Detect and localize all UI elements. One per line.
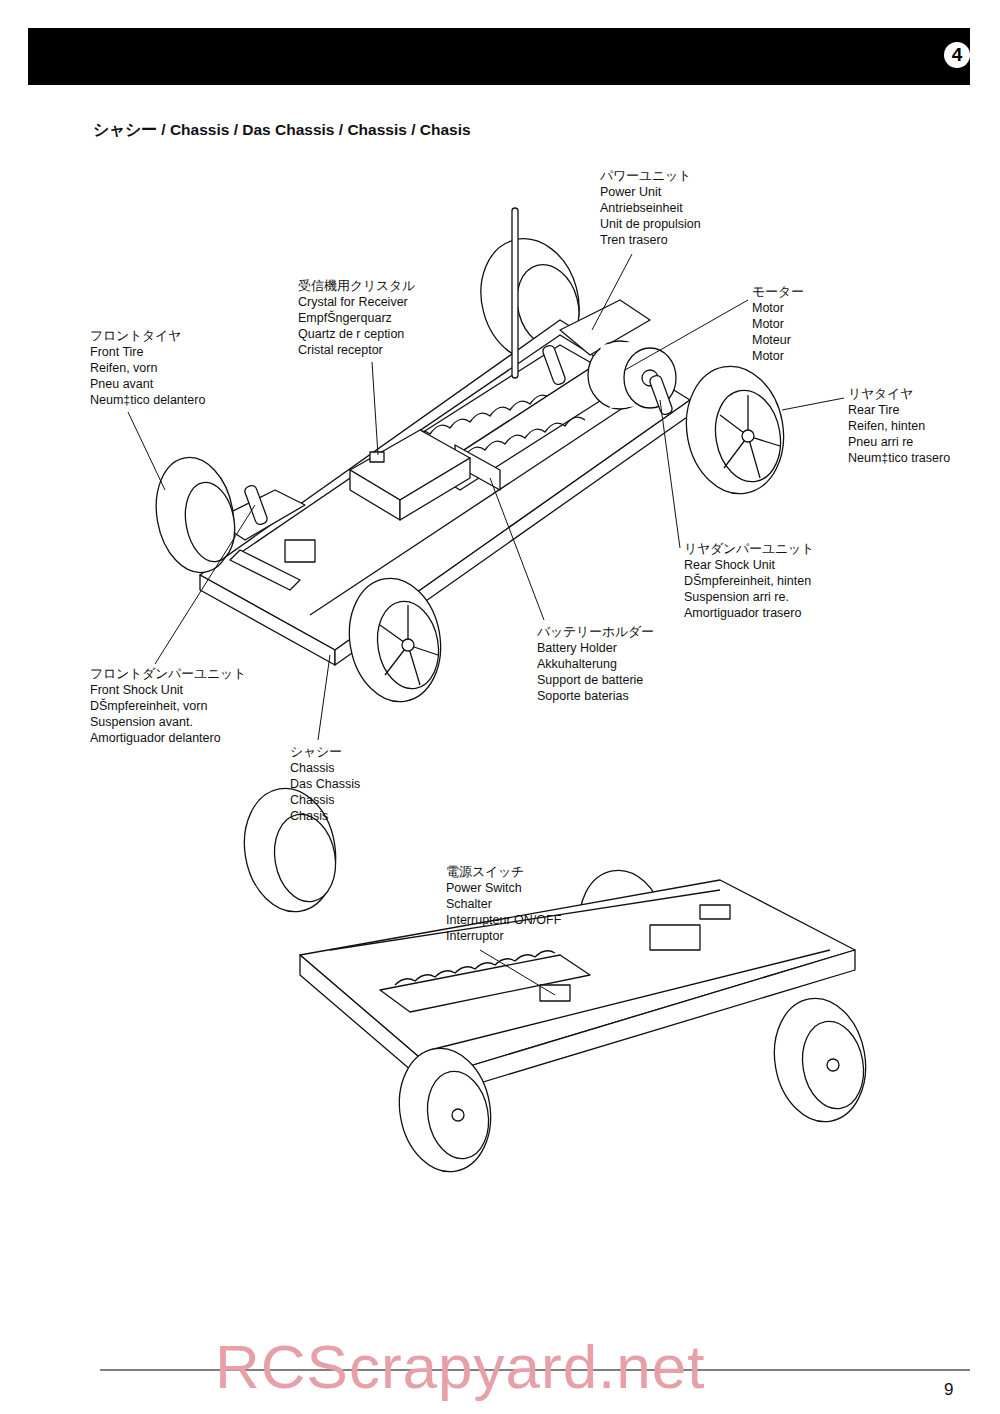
page-number: 9 <box>944 1380 953 1400</box>
part-name-jp: シャシー <box>290 744 342 760</box>
part-name: Schalter <box>446 896 492 912</box>
part-name: Neum‡tico trasero <box>848 450 950 466</box>
part-name-jp: モーター <box>752 284 804 300</box>
part-name: Chassis <box>290 760 334 776</box>
part-name-jp: パワーユニット <box>600 168 691 184</box>
part-name: Interruptor <box>446 928 504 944</box>
part-name: Suspension arri re. <box>684 589 789 605</box>
part-name: Reifen, hinten <box>848 418 925 434</box>
part-name: Tren trasero <box>600 232 668 248</box>
part-name: Pneu avant <box>90 376 153 392</box>
part-name-jp: バッテリーホルダー <box>537 624 654 640</box>
part-name: Rear Shock Unit <box>684 557 775 573</box>
part-name-jp: 受信機用クリスタル <box>298 278 415 294</box>
part-name: Amortiguador delantero <box>90 730 221 746</box>
part-name-jp: フロントタイヤ <box>90 328 181 344</box>
header-bar <box>28 28 970 85</box>
part-name-jp: リヤダンパーユニット <box>684 541 814 557</box>
step-number: 4 <box>945 43 969 67</box>
part-name: Akkuhalterung <box>537 656 617 672</box>
part-name: Cristal receptor <box>298 342 383 358</box>
part-name: Support de batterie <box>537 672 643 688</box>
part-name: Battery Holder <box>537 640 617 656</box>
part-name: Moteur <box>752 332 791 348</box>
part-name: Unit de propulsion <box>600 216 701 232</box>
page-title: シャシー / Chassis / Das Chassis / Chassis /… <box>93 122 471 138</box>
part-name: DŠmpfereinheit, vorn <box>90 698 207 714</box>
step-circle <box>944 42 970 68</box>
part-name: Suspension avant. <box>90 714 193 730</box>
part-name: Reifen, vorn <box>90 360 157 376</box>
part-name-jp: リヤタイヤ <box>848 386 913 402</box>
part-name: Neum‡tico delantero <box>90 392 205 408</box>
part-name: Amortiguador trasero <box>684 605 801 621</box>
part-name: Power Unit <box>600 184 661 200</box>
part-name: Motor <box>752 348 784 364</box>
part-name: Motor <box>752 316 784 332</box>
part-name: Rear Tire <box>848 402 899 418</box>
part-name: Das Chassis <box>290 776 360 792</box>
part-name: Power Switch <box>446 880 522 896</box>
part-name: Chassis <box>290 792 334 808</box>
part-name: Quartz de r ception <box>298 326 404 342</box>
part-name: Crystal for Receiver <box>298 294 408 310</box>
part-name: DŠmpfereinheit, hinten <box>684 573 811 589</box>
part-name-jp: 電源スイッチ <box>446 864 524 880</box>
part-name: Front Tire <box>90 344 144 360</box>
leader-lines <box>128 254 844 995</box>
part-name: Front Shock Unit <box>90 682 183 698</box>
part-name: Chasis <box>290 808 328 824</box>
part-name: Soporte baterias <box>537 688 629 704</box>
part-name-jp: フロントダンパーユニット <box>90 666 246 682</box>
watermark: RCScrapyard.net <box>215 1332 706 1402</box>
part-name: EmpfŠngerquarz <box>298 310 392 326</box>
part-name: Antriebseinheit <box>600 200 683 216</box>
part-name: Interrupteur ON/OFF <box>446 912 561 928</box>
part-name: Pneu arri re <box>848 434 913 450</box>
part-name: Motor <box>752 300 784 316</box>
